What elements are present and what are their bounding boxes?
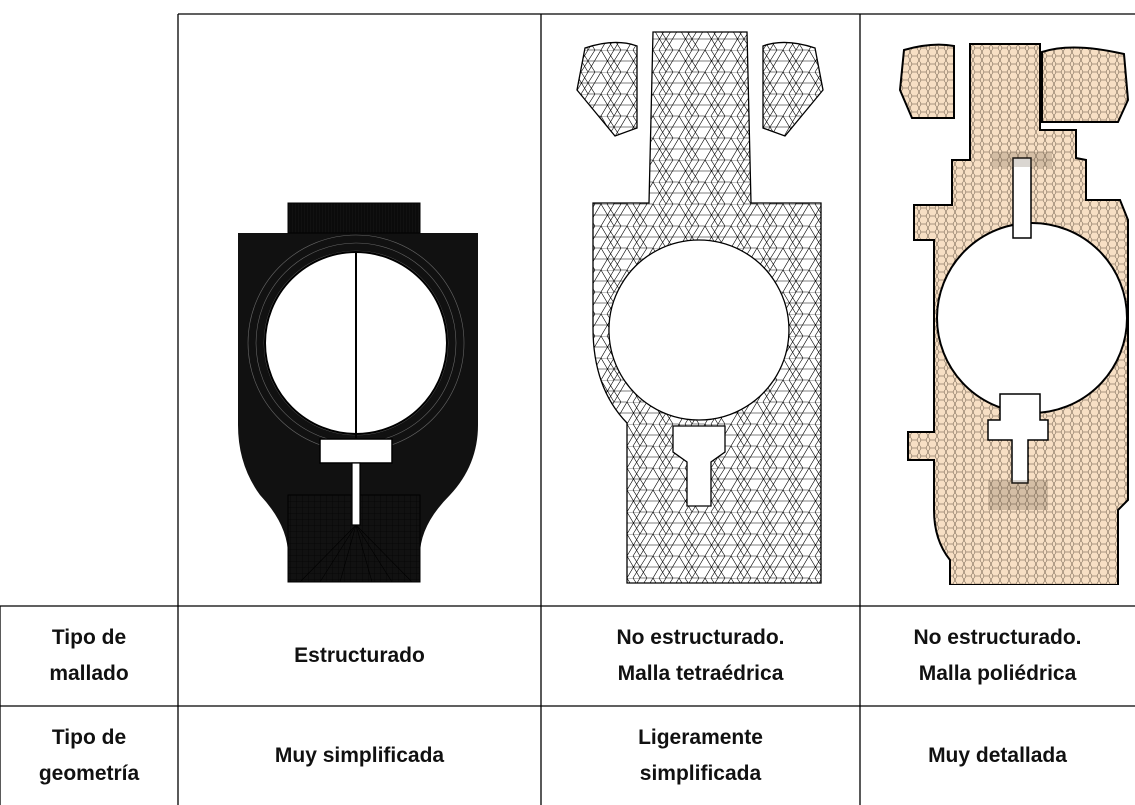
row-header-line-2: mallado (49, 662, 129, 685)
cell-line-2: simplificada (639, 761, 762, 785)
cell-muy-simplificada: Muy simplificada (178, 706, 541, 805)
cell-muy-detallada: Muy detallada (860, 706, 1135, 805)
cell-line-1: No estructurado. (913, 626, 1082, 649)
cell-tetraedrica: No estructurado. Malla tetraédrica (541, 606, 860, 706)
row-header-line-1: Tipo de (51, 725, 127, 749)
row-header-line-1: Tipo de (51, 626, 127, 649)
cell-line-1: No estructurado. (616, 626, 785, 649)
cell-line-2: Malla tetraédrica (617, 662, 784, 685)
cell-line-1: Muy detallada (928, 743, 1067, 767)
polyhedral-mesh-image (898, 43, 1130, 585)
cell-line-1: Ligeramente (638, 725, 763, 749)
cell-line-2: Malla poliédrica (918, 662, 1077, 685)
structured-mesh-image (238, 202, 478, 583)
row-header-tipo-de-geometria: Tipo de geometría (0, 706, 178, 805)
cell-estructurado: Estructurado (178, 606, 541, 706)
cell-poliedrica: No estructurado. Malla poliédrica (860, 606, 1135, 706)
tetrahedral-mesh-image (576, 31, 824, 584)
row-header-tipo-de-mallado: Tipo de mallado (0, 606, 178, 706)
row-header-line-2: geometría (38, 761, 140, 785)
cell-line-1: Muy simplificada (274, 743, 445, 767)
cell-ligeramente-simplificada: Ligeramente simplificada (541, 706, 860, 805)
cell-line-1: Estructurado (294, 644, 425, 667)
